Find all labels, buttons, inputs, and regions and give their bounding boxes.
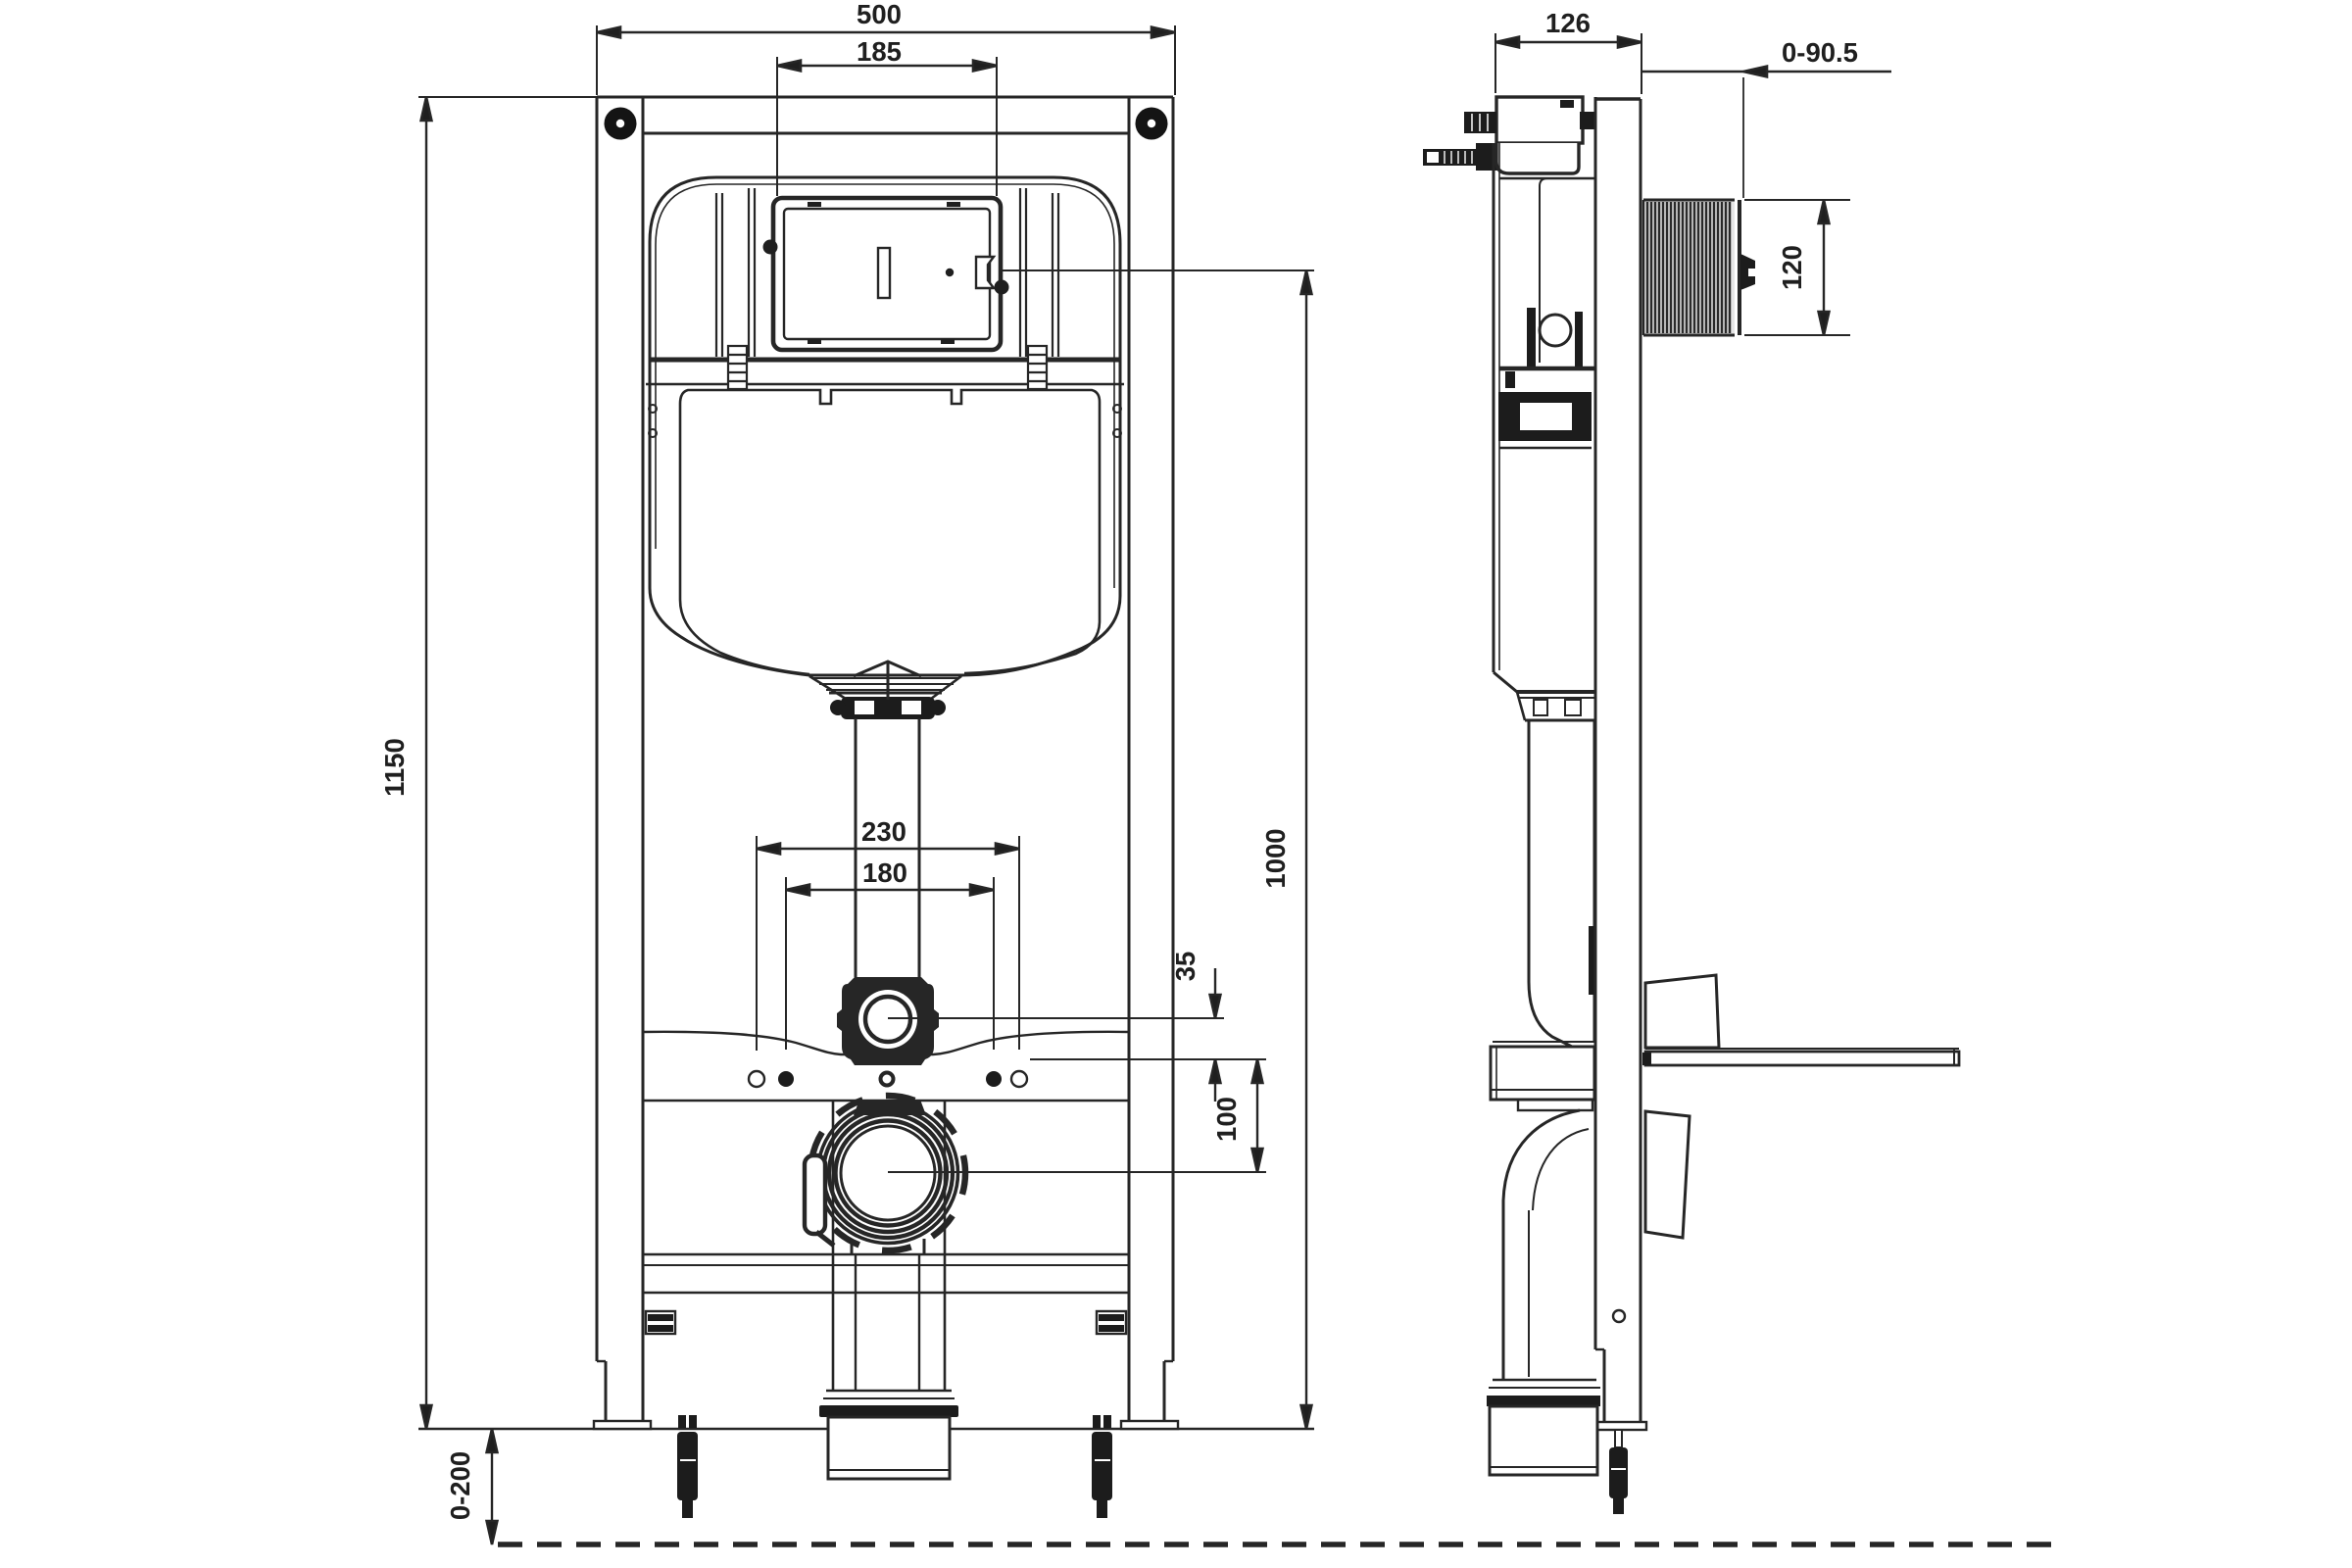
svg-text:0-200: 0-200 xyxy=(445,1451,475,1520)
svg-text:185: 185 xyxy=(857,36,902,67)
svg-text:230: 230 xyxy=(861,816,906,847)
svg-text:35: 35 xyxy=(1170,952,1200,982)
svg-text:180: 180 xyxy=(862,858,907,888)
svg-text:1150: 1150 xyxy=(379,738,410,797)
svg-text:120: 120 xyxy=(1777,245,1807,290)
svg-text:1000: 1000 xyxy=(1260,828,1291,888)
svg-text:0-90.5: 0-90.5 xyxy=(1782,37,1858,68)
svg-text:500: 500 xyxy=(857,0,902,29)
svg-text:126: 126 xyxy=(1545,8,1591,38)
svg-text:100: 100 xyxy=(1211,1097,1242,1142)
